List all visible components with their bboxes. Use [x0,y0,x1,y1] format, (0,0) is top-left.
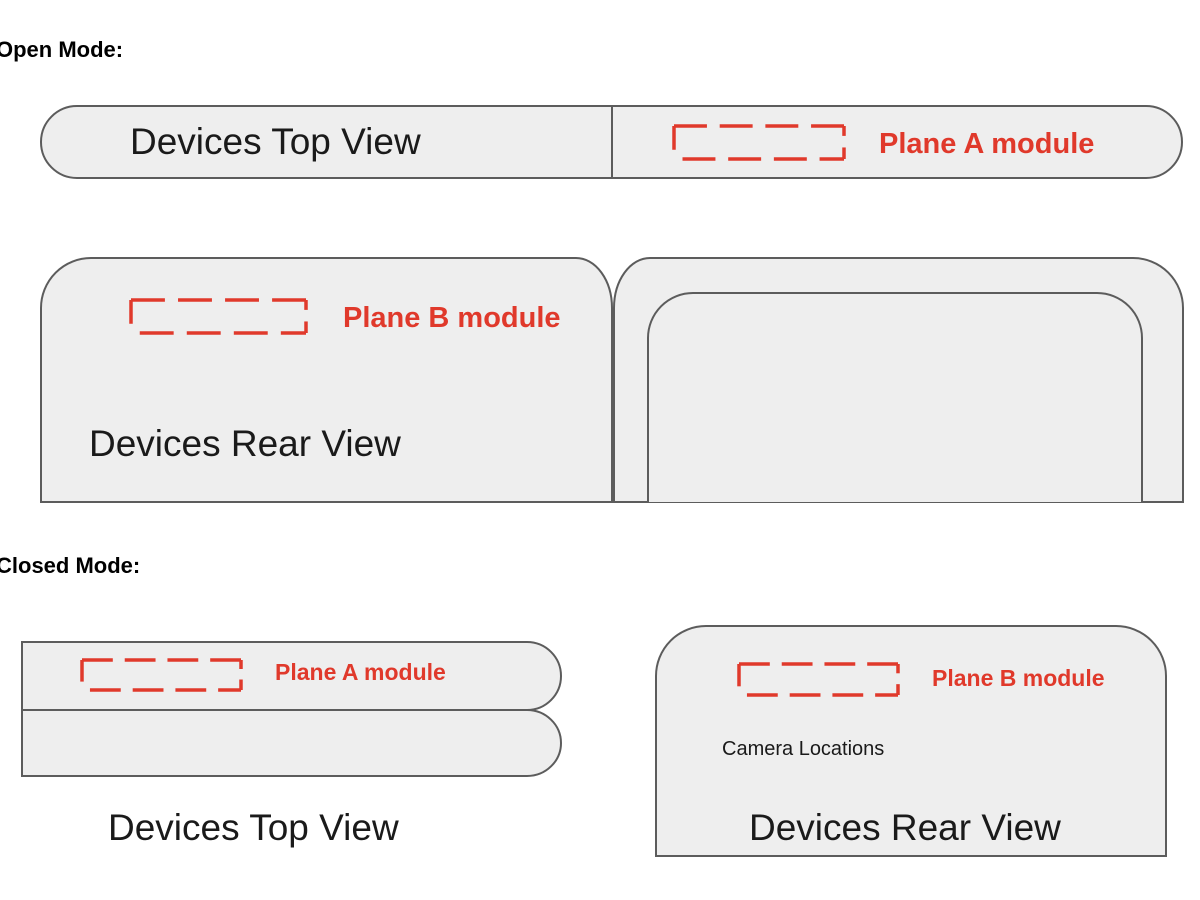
closed-top-view-label: Devices Top View [108,807,399,848]
plane-b-module-marker [129,298,308,335]
open-rear-view-inner-screen [647,292,1143,502]
closed-mode-heading: Closed Mode: [0,553,140,578]
closed-rear-view-panel [655,625,1167,857]
open-rear-view-label: Devices Rear View [89,423,401,464]
closed-plane-a-module-label: Plane A module [275,659,446,685]
open-top-view-label: Devices Top View [130,121,421,162]
closed-rear-view-label: Devices Rear View [749,807,1061,848]
open-top-view-left-panel [39,105,613,179]
open-rear-view: Plane B module Devices Rear View [40,257,1184,503]
closed-plane-b-module-label: Plane B module [932,665,1105,691]
open-rear-view-left-panel [40,257,613,503]
open-plane-b-module-label: Plane B module [343,302,561,334]
closed-top-view-upper-half [21,641,563,711]
closed-top-view-lower-half [21,709,563,777]
open-mode-heading: Open Mode: [0,37,123,62]
open-top-view: Devices Top View Plane A module [39,105,1184,179]
closed-top-view: Plane A module Devices Top View [21,641,563,848]
plane-a-module-marker [672,124,846,161]
closed-plane-b-module-marker [737,662,900,697]
closed-plane-a-module-marker [80,658,243,692]
open-plane-a-module-label: Plane A module [879,128,1094,160]
closed-rear-view: Plane B module Camera Locations Devices … [655,625,1167,857]
camera-locations-label: Camera Locations [722,738,884,760]
